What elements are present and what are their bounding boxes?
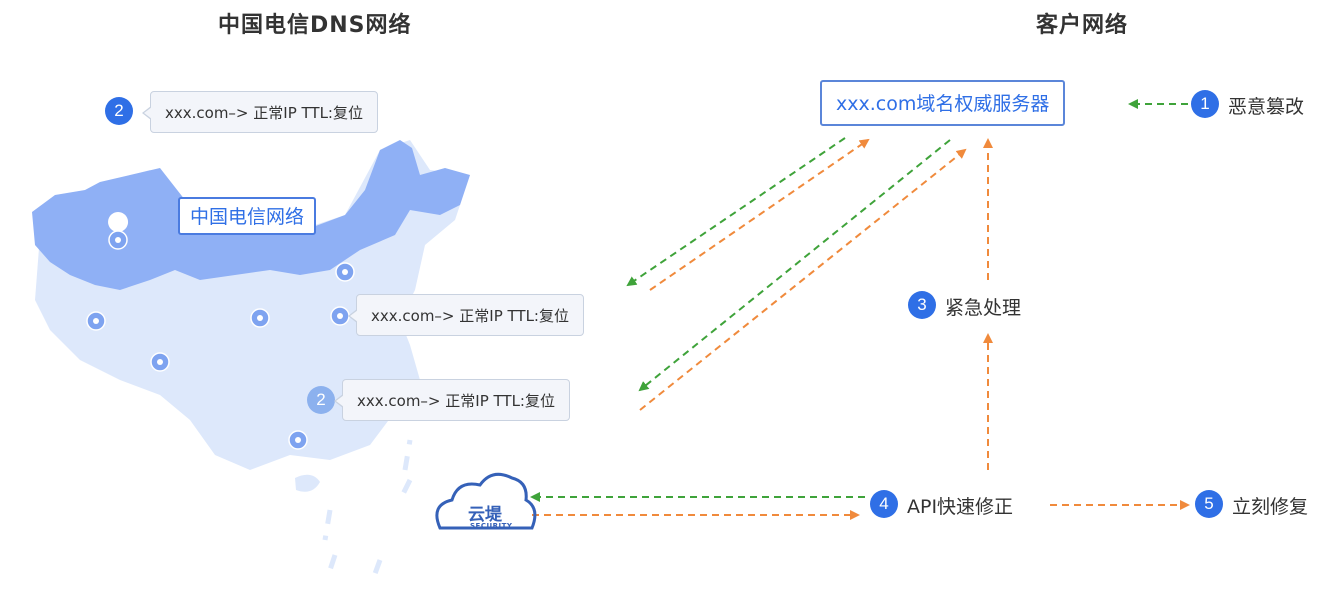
south-sea-dashes	[322, 439, 413, 583]
authoritative-dns-server: xxx.com域名权威服务器	[820, 80, 1066, 126]
flow-arrows	[530, 99, 1190, 520]
step-2-badge: 2	[105, 97, 133, 125]
arrow-green-server-to-callout2	[626, 137, 846, 287]
logo-text: 云堤	[468, 505, 502, 525]
dns-record-callout: xxx.com–> 正常IP TTL:复位	[142, 91, 378, 133]
dns-record-callout: xxx.com–> 正常IP TTL:复位	[348, 294, 584, 336]
left-network-title: 中国电信DNS网络	[218, 13, 412, 38]
step-3-label: 紧急处理	[945, 297, 1022, 319]
map-region-dark	[32, 140, 470, 290]
logo-subtext: SECURITY	[470, 522, 513, 530]
step-5-label: 立刻修复	[1232, 496, 1309, 518]
step-4-badge: 4	[870, 490, 898, 518]
step-4-label: API快速修正	[907, 496, 1014, 518]
step-3-badge: 3	[908, 291, 936, 319]
arrow-orange-callout3-to-server	[639, 148, 967, 411]
step-1-badge: 1	[1191, 90, 1219, 118]
yunti-logo-icon	[435, 472, 537, 530]
arrow-orange-callout2-to-server	[649, 138, 870, 291]
arrow-green-server-to-callout3	[638, 139, 951, 392]
right-network-title: 客户网络	[1036, 13, 1129, 38]
hainan-island	[295, 474, 320, 492]
step-5-badge: 5	[1195, 490, 1223, 518]
dns-record-callout: xxx.com–> 正常IP TTL:复位	[334, 379, 570, 421]
map-network-label: 中国电信网络	[178, 197, 317, 235]
step-1-label: 恶意篡改	[1228, 96, 1305, 118]
step-2-badge: 2	[307, 386, 335, 414]
